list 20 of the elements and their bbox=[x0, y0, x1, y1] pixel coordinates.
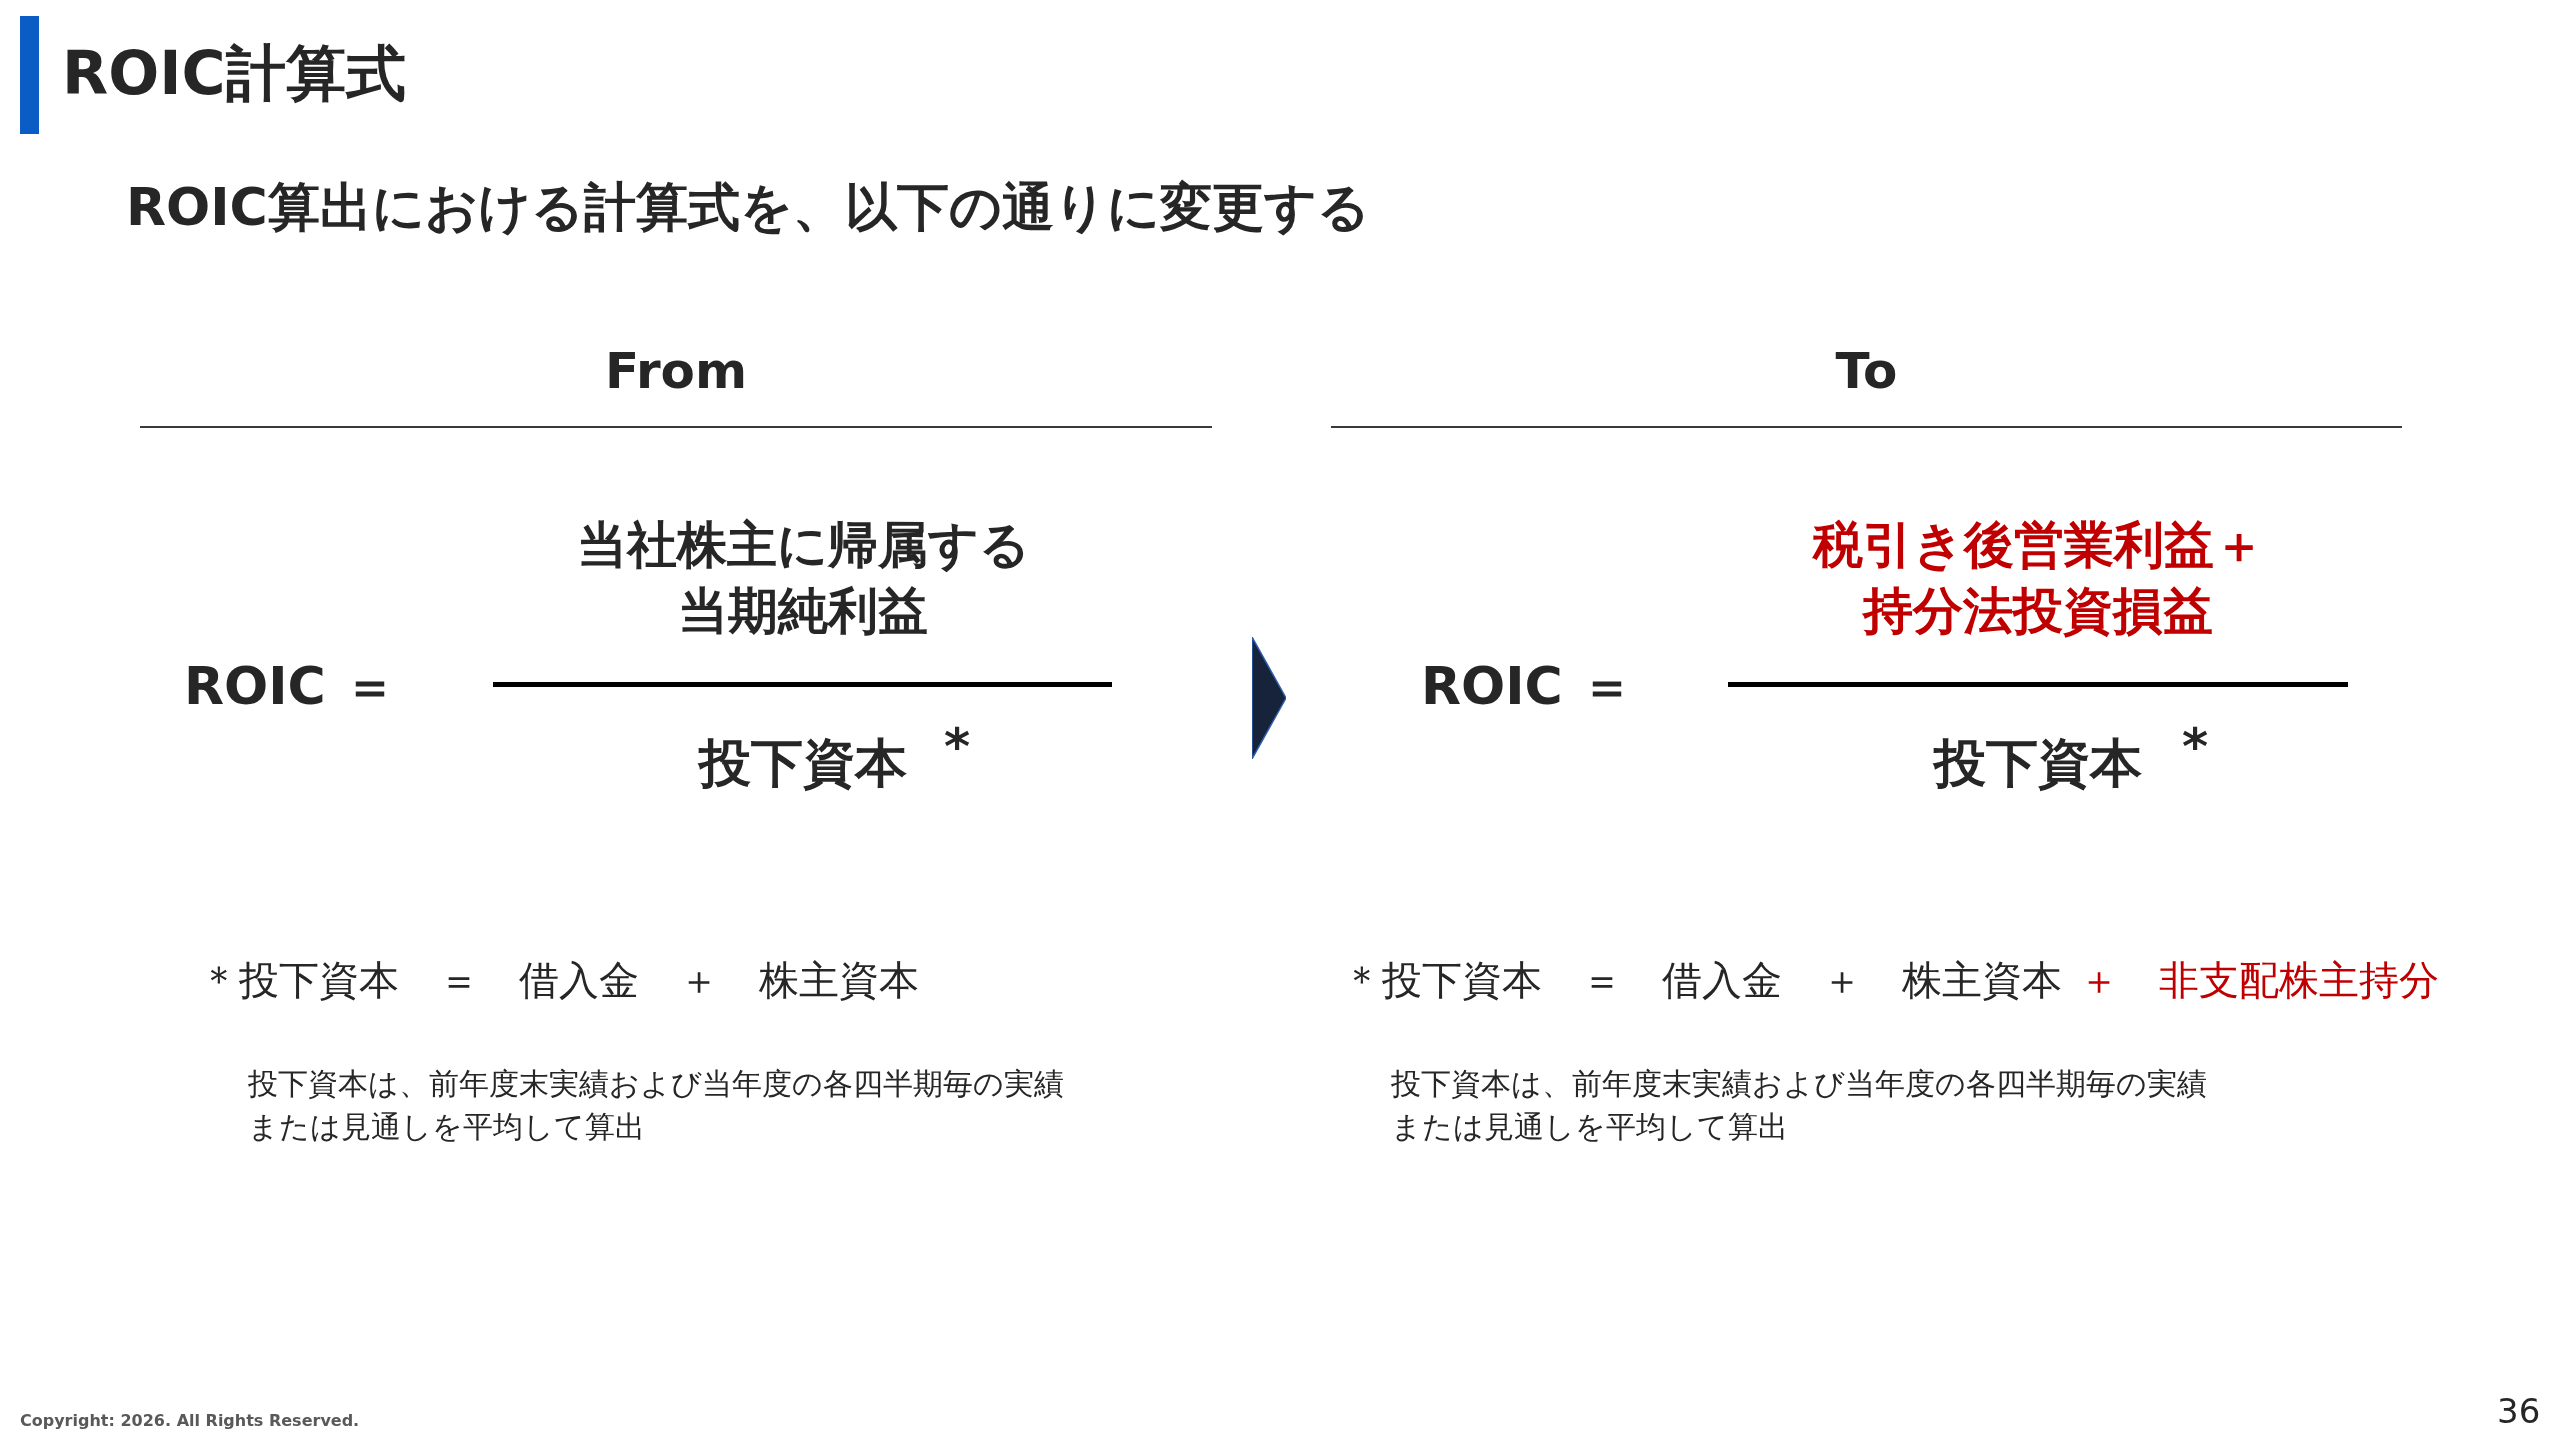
slide-title: ROIC計算式 bbox=[62, 37, 406, 109]
subtitle: ROIC算出における計算式を、以下の通りに変更する bbox=[126, 176, 1370, 239]
formula-text: ＊投下資本 ＝ 借入金 ＋ 株主資本 bbox=[199, 956, 919, 1005]
denominator-text: 投下資本 bbox=[699, 732, 907, 794]
formula-text: ＊投下資本 ＝ 借入金 ＋ 株主資本 bbox=[1342, 956, 2062, 1005]
formula-addition: ＋ 非支配株主持分 bbox=[2079, 956, 2439, 1005]
denominator-text: 投下資本 bbox=[1934, 732, 2142, 794]
page-number: 36 bbox=[2497, 1391, 2541, 1431]
footnote-mark: * bbox=[2181, 722, 2209, 772]
column-heading: To bbox=[1835, 341, 1898, 401]
chevron-arrow bbox=[1251, 636, 1287, 760]
note-text: 投下資本は、前年度末実績および当年度の各四半期毎の実績または見通しを平均して算出 bbox=[248, 1065, 1065, 1146]
column-heading: From bbox=[604, 341, 748, 401]
formula-left-side: ROIC ＝ bbox=[184, 655, 396, 717]
copyright-text: Copyright: 2026. All Rights Reserved. bbox=[20, 1411, 360, 1431]
formula-left-side: ROIC ＝ bbox=[1421, 655, 1633, 717]
note-text: 投下資本は、前年度末実績および当年度の各四半期毎の実績または見通しを平均して算出 bbox=[1391, 1065, 2208, 1146]
numerator-text: 当社株主に帰属する当期純利益 bbox=[575, 515, 1031, 642]
numerator-text: 税引き後営業利益＋持分法投資損益 bbox=[1811, 515, 2265, 642]
footnote-mark: * bbox=[943, 722, 971, 772]
